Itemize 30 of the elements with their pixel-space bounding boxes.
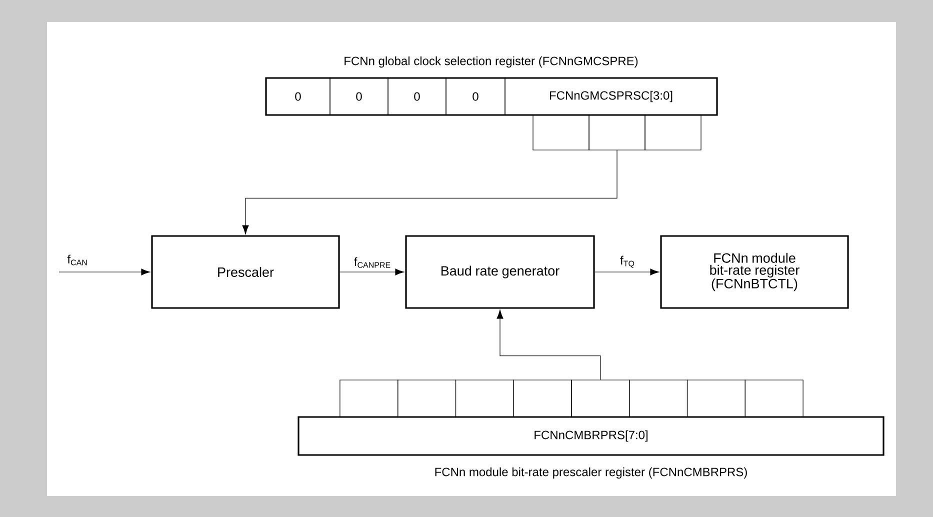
arrow xyxy=(242,150,618,234)
arrow xyxy=(496,310,601,380)
register-field: 0 xyxy=(330,78,388,116)
signal-label: f$_{CANPRE}$ xyxy=(354,257,390,268)
register-bit-cell xyxy=(744,380,804,418)
signal-label: f$_{CAN}$ xyxy=(67,254,87,266)
signal-label: f$_{TQ}$ xyxy=(620,256,634,268)
register-field: 0 xyxy=(388,78,446,116)
arrow xyxy=(594,268,660,276)
register-bit-cell xyxy=(686,380,746,418)
register-title: FCNn global clock selection register (FCNnGMCSPRE) xyxy=(344,56,638,68)
register-bar: FCNnCMBRPRS[7:0] xyxy=(298,416,884,456)
register-bit-cell xyxy=(532,114,590,150)
register-field: FCNnGMCSPRSC[3:0] xyxy=(504,78,718,116)
block-box: Baud rate generator xyxy=(405,235,595,309)
block-box: FCNn module bit-rate register (FCNnBTCTL) xyxy=(660,235,849,309)
arrow xyxy=(58,268,150,276)
register-field: 0 xyxy=(446,78,506,116)
register-bit-cell xyxy=(455,380,514,418)
register-bit-cell xyxy=(571,380,630,418)
register-bit-cell xyxy=(340,380,398,418)
register-bit-cell xyxy=(629,380,688,418)
node-label: 0 xyxy=(295,92,301,101)
register-bit-cell xyxy=(588,114,646,150)
register-bit-cell xyxy=(644,114,702,150)
register-bit-cell xyxy=(513,380,572,418)
register-bit-cell xyxy=(398,380,456,418)
arrow xyxy=(340,268,404,276)
register-title: FCNn module bit-rate prescaler register (FCNnCMBRPRS) xyxy=(435,467,747,479)
block-box: Prescaler xyxy=(151,235,340,309)
